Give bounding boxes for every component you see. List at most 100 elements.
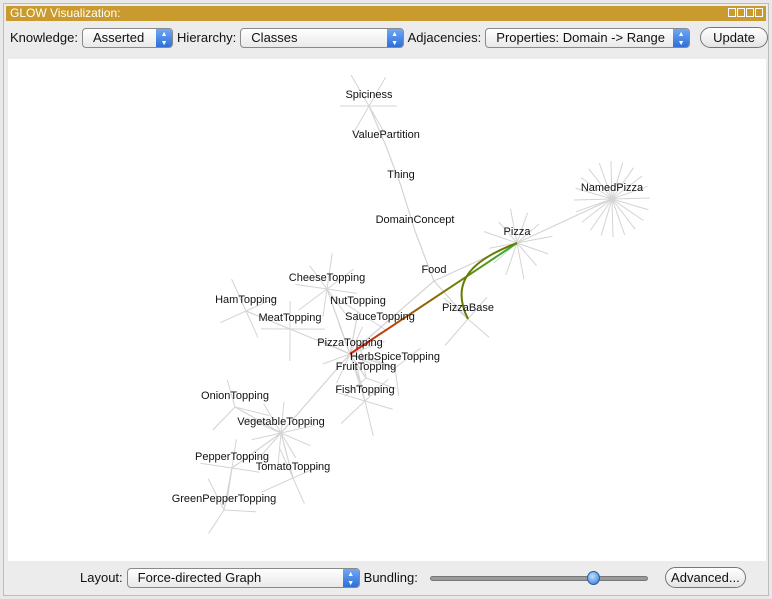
adjacencies-select[interactable]: Properties: Domain -> Range▲▼ xyxy=(485,27,691,48)
tree-edge xyxy=(400,185,416,232)
leaf-spoke xyxy=(338,392,366,402)
leaf-spoke xyxy=(600,198,613,236)
leaf-spoke xyxy=(258,432,282,459)
leaf-spoke xyxy=(349,326,364,355)
bundling-slider[interactable] xyxy=(429,570,648,586)
leaf-spoke xyxy=(610,161,613,200)
leaf-spoke xyxy=(263,403,282,434)
hierarchy-select[interactable]: Classes ▲▼ xyxy=(240,27,404,48)
node-label-valuepartition[interactable]: ValuePartition xyxy=(352,129,420,141)
tree-edge xyxy=(385,145,402,187)
leaf-spoke xyxy=(516,212,528,244)
leaf-spoke xyxy=(516,242,525,280)
node-label-saucetopping[interactable]: SauceTopping xyxy=(345,311,415,323)
node-label-nuttopping[interactable]: NutTopping xyxy=(330,295,386,307)
leaf-spoke xyxy=(245,310,259,338)
node-label-herbspicetopping[interactable]: HerbSpiceTopping xyxy=(350,351,440,363)
node-label-thing[interactable]: Thing xyxy=(387,169,415,181)
tile-icon[interactable] xyxy=(728,8,736,17)
node-label-namedpizza[interactable]: NamedPizza xyxy=(581,182,644,194)
leaf-spoke xyxy=(292,477,305,504)
knowledge-value: Asserted xyxy=(92,29,145,45)
leaf-spoke xyxy=(280,402,285,434)
node-label-fruittopping[interactable]: FruitTopping xyxy=(336,361,397,373)
leaf-spoke xyxy=(364,378,389,402)
node-label-meattopping[interactable]: MeatTopping xyxy=(259,312,322,324)
leaf-spoke xyxy=(611,198,644,221)
leaf-spoke xyxy=(350,74,370,107)
leaf-spoke xyxy=(246,417,282,434)
leaf-spoke xyxy=(368,105,387,137)
slider-track[interactable] xyxy=(429,575,648,581)
updown-arrow-icon: ▲▼ xyxy=(386,28,403,47)
knowledge-select[interactable]: Asserted ▲▼ xyxy=(81,27,174,48)
leaf-spoke xyxy=(575,187,613,200)
window-title: GLOW Visualization: xyxy=(10,6,121,20)
updown-arrow-icon: ▲▼ xyxy=(673,28,690,47)
node-label-fishtopping[interactable]: FishTopping xyxy=(335,384,394,396)
minimize-icon[interactable] xyxy=(737,8,745,17)
leaf-spoke xyxy=(260,477,294,493)
leaf-spoke xyxy=(251,432,282,441)
leaf-spoke xyxy=(280,432,297,459)
leaf-spoke xyxy=(443,297,469,320)
knowledge-label: Knowledge: xyxy=(10,30,78,45)
leaf-spoke xyxy=(334,296,359,313)
node-label-greenpeppertopping[interactable]: GreenPepperTopping xyxy=(172,493,277,505)
leaf-spoke xyxy=(581,198,613,223)
update-button[interactable]: Update xyxy=(700,27,768,48)
leaf-spoke xyxy=(516,223,540,244)
leaf-spoke xyxy=(349,340,385,355)
tree-edge xyxy=(349,353,367,379)
leaf-spoke xyxy=(498,221,518,244)
leaf-spoke xyxy=(444,318,469,346)
leaf-spoke xyxy=(611,162,624,200)
leaf-spoke xyxy=(280,432,311,447)
hierarchy-value: Classes xyxy=(251,29,298,45)
leaf-spoke xyxy=(576,198,613,213)
node-label-peppertopping[interactable]: PepperTopping xyxy=(195,451,269,463)
leaf-spoke xyxy=(352,105,370,134)
tree-edge xyxy=(349,311,359,355)
advanced-button[interactable]: Advanced... xyxy=(664,567,746,588)
graph-canvas[interactable]: SpicinessValuePartitionThingDomainConcep… xyxy=(8,59,766,561)
leaf-spoke xyxy=(394,347,421,369)
leaf-spoke xyxy=(344,377,367,397)
node-label-pizzabase[interactable]: PizzaBase xyxy=(442,302,494,314)
node-label-domainconcept[interactable]: DomainConcept xyxy=(376,214,455,226)
leaf-spoke xyxy=(231,439,237,469)
leaf-spoke xyxy=(357,311,388,332)
layout-select[interactable]: Force-directed Graph▲▼ xyxy=(126,567,360,588)
leaf-spoke xyxy=(394,367,400,396)
glow-window: GLOW Visualization: Knowledge: Asserted ▲… xyxy=(3,3,769,596)
leaf-spoke xyxy=(505,242,518,276)
leaf-spoke xyxy=(279,448,294,479)
node-label-food[interactable]: Food xyxy=(421,264,446,276)
tree-edge xyxy=(414,230,435,282)
slider-thumb[interactable] xyxy=(587,570,601,585)
node-label-hamtopping[interactable]: HamTopping xyxy=(215,294,277,306)
node-label-pizzatopping[interactable]: PizzaTopping xyxy=(317,337,382,349)
layout-value: Force-directed Graph xyxy=(137,569,262,585)
updown-arrow-icon: ▲▼ xyxy=(156,28,173,47)
tree-edge xyxy=(516,198,613,244)
leaf-spoke xyxy=(226,379,236,408)
close-icon[interactable] xyxy=(755,8,763,17)
leaf-spoke xyxy=(467,318,490,338)
leaf-spoke xyxy=(326,253,333,290)
leaf-spoke xyxy=(364,400,393,410)
node-label-pizza[interactable]: Pizza xyxy=(504,226,532,238)
node-label-cheesetopping[interactable]: CheeseTopping xyxy=(289,272,365,284)
leaf-spoke xyxy=(208,509,225,534)
node-label-oniontopping[interactable]: OnionTopping xyxy=(201,390,269,402)
node-label-tomatotopping[interactable]: TomatoTopping xyxy=(256,461,331,473)
maximize-icon[interactable] xyxy=(746,8,754,17)
leaf-spoke xyxy=(226,467,233,503)
node-label-spiciness[interactable]: Spiciness xyxy=(345,89,393,101)
leaf-spoke xyxy=(588,168,613,200)
leaf-spoke xyxy=(280,411,300,434)
node-label-vegetabletopping[interactable]: VegetableTopping xyxy=(237,416,324,428)
leaf-spoke xyxy=(231,278,247,312)
leaf-spoke xyxy=(234,406,270,416)
bundling-label: Bundling: xyxy=(363,570,418,585)
